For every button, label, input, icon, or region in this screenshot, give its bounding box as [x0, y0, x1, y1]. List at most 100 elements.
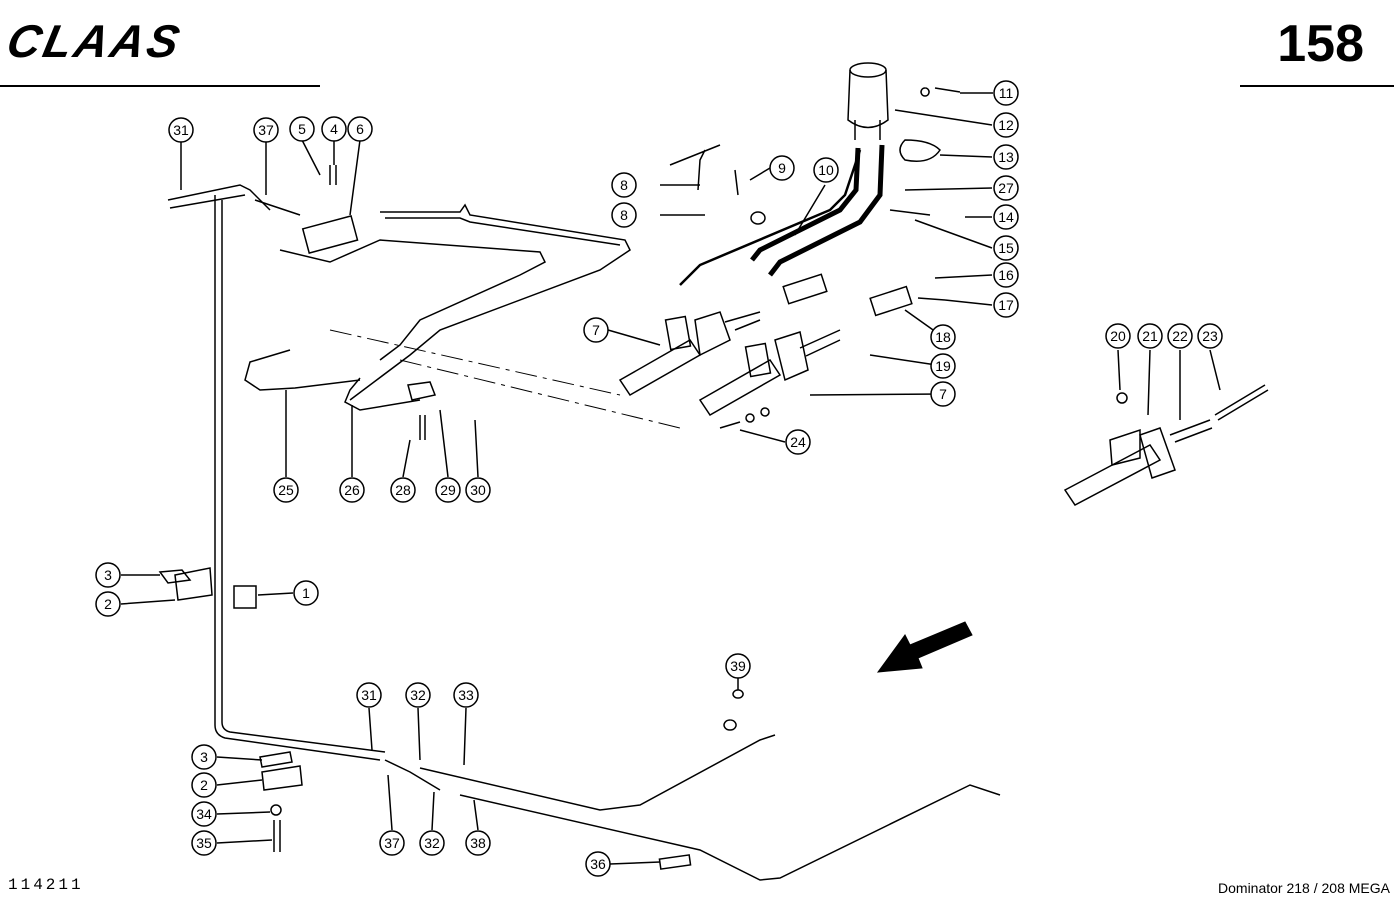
callout-3: 3 — [95, 562, 121, 588]
callout-circle — [993, 175, 1019, 201]
callout-26: 26 — [339, 477, 365, 503]
callout-label: 35 — [196, 835, 212, 851]
callout-32: 32 — [419, 830, 445, 856]
callout-label: 32 — [424, 835, 440, 851]
callout-circle — [993, 262, 1019, 288]
callout-label: 32 — [410, 687, 426, 703]
callout-circle — [191, 744, 217, 770]
callout-circle — [1167, 323, 1193, 349]
callout-label: 12 — [998, 117, 1014, 133]
callout-circle — [993, 144, 1019, 170]
callout-17: 17 — [993, 292, 1019, 318]
callout-33: 33 — [453, 682, 479, 708]
callout-22: 22 — [1167, 323, 1193, 349]
callout-label: 27 — [998, 180, 1014, 196]
callout-5: 5 — [289, 116, 315, 142]
callout-38: 38 — [465, 830, 491, 856]
callout-circle — [993, 235, 1019, 261]
callout-label: 31 — [173, 122, 189, 138]
callout-label: 2 — [200, 777, 208, 793]
callout-circle — [289, 116, 315, 142]
callout-8: 8 — [611, 202, 637, 228]
callout-label: 23 — [1202, 328, 1218, 344]
callout-circle — [339, 477, 365, 503]
callout-28: 28 — [390, 477, 416, 503]
callout-18: 18 — [930, 324, 956, 350]
callout-circle — [95, 591, 121, 617]
drawing-number: 114211 — [8, 876, 84, 894]
callout-circle — [611, 172, 637, 198]
callout-label: 24 — [790, 434, 806, 450]
callout-circle — [993, 204, 1019, 230]
callout-label: 3 — [104, 567, 112, 583]
callout-31: 31 — [168, 117, 194, 143]
callout-circle — [465, 477, 491, 503]
callout-circle — [465, 830, 491, 856]
callout-1: 1 — [293, 580, 319, 606]
callout-label: 11 — [999, 85, 1014, 101]
callout-label: 13 — [998, 149, 1014, 165]
callout-circle — [993, 292, 1019, 318]
callout-21: 21 — [1137, 323, 1163, 349]
callout-circle — [583, 317, 609, 343]
callout-2: 2 — [95, 591, 121, 617]
callout-label: 26 — [344, 482, 360, 498]
callout-circle — [785, 429, 811, 455]
callout-30: 30 — [465, 477, 491, 503]
model-name: Dominator 218 / 208 MEGA — [1218, 880, 1390, 896]
callout-36: 36 — [585, 851, 611, 877]
callout-label: 6 — [356, 121, 364, 137]
callout-circle — [611, 202, 637, 228]
callout-35: 35 — [191, 830, 217, 856]
callout-label: 2 — [104, 596, 112, 612]
callout-label: 16 — [998, 267, 1014, 283]
page-number: 158 — [1277, 15, 1364, 73]
callout-12: 12 — [993, 112, 1019, 138]
callout-circle — [293, 580, 319, 606]
callout-9: 9 — [769, 155, 795, 181]
callout-4: 4 — [321, 116, 347, 142]
callout-circle — [347, 116, 373, 142]
callout-label: 7 — [592, 322, 600, 338]
callout-3: 3 — [191, 744, 217, 770]
callout-circle — [191, 772, 217, 798]
callout-7: 7 — [583, 317, 609, 343]
callout-label: 30 — [470, 482, 486, 498]
callout-14: 14 — [993, 204, 1019, 230]
callout-label: 15 — [998, 240, 1014, 256]
callout-circle — [435, 477, 461, 503]
callout-circle — [95, 562, 121, 588]
callout-label: 10 — [818, 162, 834, 178]
callout-label: 8 — [620, 177, 628, 193]
callout-29: 29 — [435, 477, 461, 503]
callout-6: 6 — [347, 116, 373, 142]
callout-circle — [191, 801, 217, 827]
callout-37: 37 — [253, 117, 279, 143]
callout-label: 31 — [361, 687, 377, 703]
callout-37: 37 — [379, 830, 405, 856]
callout-label: 9 — [778, 160, 786, 176]
callout-circle — [379, 830, 405, 856]
callout-31: 31 — [356, 682, 382, 708]
callout-label: 1 — [302, 585, 310, 601]
callout-label: 17 — [998, 297, 1014, 313]
callout-label: 22 — [1172, 328, 1188, 344]
callout-circle — [191, 830, 217, 856]
callout-circle — [405, 682, 431, 708]
callout-circle — [585, 851, 611, 877]
callout-10: 10 — [813, 157, 839, 183]
callout-25: 25 — [273, 477, 299, 503]
callout-circle — [419, 830, 445, 856]
callout-circle — [321, 116, 347, 142]
callout-label: 20 — [1110, 328, 1126, 344]
callout-circle — [993, 80, 1019, 106]
callout-19: 19 — [930, 353, 956, 379]
callout-2: 2 — [191, 772, 217, 798]
callout-label: 29 — [440, 482, 456, 498]
callout-label: 37 — [258, 122, 274, 138]
callout-label: 18 — [935, 329, 951, 345]
callout-24: 24 — [785, 429, 811, 455]
callout-circle — [453, 682, 479, 708]
callout-circle — [168, 117, 194, 143]
